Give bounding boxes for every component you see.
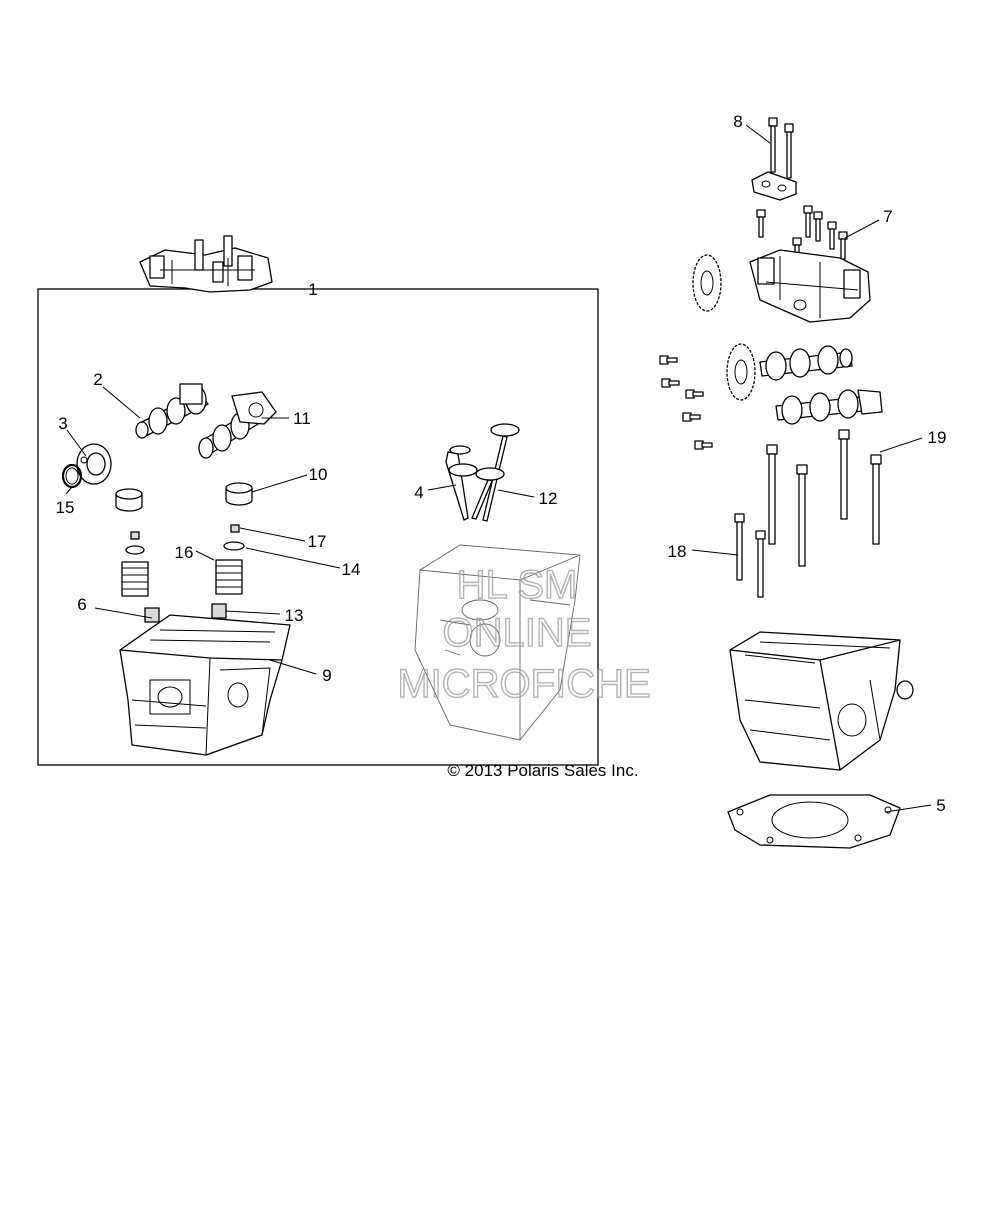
callout-5: 5: [936, 796, 945, 815]
callout-8: 8: [733, 112, 742, 131]
watermark-line-3: MICROFICHE: [397, 662, 650, 706]
head-bolt-long-part: [766, 429, 882, 567]
cylinder-head-right-part: [729, 631, 914, 771]
head-gasket-part: [727, 794, 901, 849]
callout-9: 9: [322, 666, 331, 685]
watermark-line-2: ONLINE: [443, 611, 592, 655]
valve-part: [445, 423, 520, 522]
callout-14: 14: [342, 560, 361, 579]
callout-3: 3: [58, 414, 67, 433]
cam-sprocket-part: [76, 443, 112, 485]
camshaft-intake-part: [198, 391, 277, 459]
callout-13: 13: [285, 606, 304, 625]
sprocket-bolt-part: [659, 355, 713, 450]
callout-4: 4: [414, 483, 423, 502]
camshaft-part-right: [759, 345, 883, 425]
valve-keeper-part: [130, 524, 240, 540]
spring-retainer-part: [125, 541, 245, 555]
bracket-part: [751, 171, 797, 201]
leader-lines: [65, 124, 932, 813]
camshaft-exhaust-part: [135, 383, 209, 439]
tappet-bucket-part: [115, 482, 253, 512]
cam-carrier-part-right: [749, 249, 871, 323]
callout-15: 15: [56, 498, 75, 517]
valve-spring-part: [121, 559, 243, 597]
copyright-text: © 2013 Polaris Sales Inc.: [447, 761, 638, 780]
stud-part: [734, 513, 766, 598]
callout-6: 6: [77, 595, 86, 614]
watermark-line-1: HL SM: [457, 563, 578, 607]
callout-16: 16: [175, 543, 194, 562]
callout-17: 17: [308, 532, 327, 551]
cylinder-head-part: [119, 614, 291, 756]
cylinder-head-reference-outline: [414, 544, 581, 741]
cam-sprocket-gear-part: [692, 254, 756, 401]
circlip-part: [61, 463, 83, 489]
cam-carrier-part: [139, 235, 273, 293]
callout-18: 18: [668, 542, 687, 561]
long-bolt-part: [768, 117, 794, 179]
callout-12: 12: [539, 489, 558, 508]
watermark: HL SM ONLINE MICROFICHE: [397, 562, 652, 706]
kit-box: [37, 288, 599, 766]
callout-7: 7: [883, 207, 892, 226]
callout-2: 2: [93, 370, 102, 389]
callout-1: 1: [308, 280, 317, 299]
callout-11: 11: [293, 409, 311, 428]
callout-10: 10: [309, 465, 328, 484]
callout-19: 19: [928, 428, 947, 447]
